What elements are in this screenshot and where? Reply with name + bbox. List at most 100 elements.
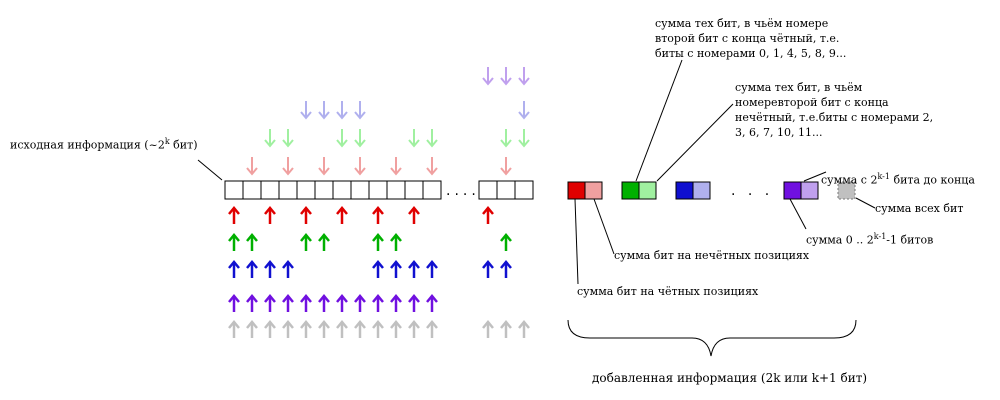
bits-ellipsis: .... [446, 183, 480, 199]
gray-up-arrow-head [300, 320, 312, 329]
gray-up-arrow-head [518, 320, 530, 329]
even-positions-sum-label: сумма бит на чётных позициях [577, 285, 759, 298]
blue-up-arrow-head [228, 260, 240, 269]
green-light-down-arrow-head [408, 139, 420, 148]
green-up-arrow-head [372, 233, 384, 242]
green-light-down-arrow-head [500, 139, 512, 148]
green-light-down-arrow-head [264, 139, 276, 148]
red-light-down-arrow-head [500, 167, 512, 176]
green-light-down-arrow-head [336, 139, 348, 148]
red-light-down-arrow-head [426, 167, 438, 176]
violet-light-parity-cell [800, 181, 819, 200]
source-info-label: исходная информация (~2k бит) [10, 137, 198, 152]
blue-light-down-arrow-head [300, 111, 312, 120]
green-light-down-arrow-head [354, 139, 366, 148]
gray-up-arrow-head [336, 320, 348, 329]
green-light-down-arrow-head [282, 139, 294, 148]
violet-up-arrow-head [408, 294, 420, 303]
violet-up-arrow-head [390, 294, 402, 303]
blue-up-arrow-head [390, 260, 402, 269]
red-up-arrow-head [336, 206, 348, 215]
gray-up-arrow-head [426, 320, 438, 329]
bottom-half-sum-label: сумма 0 .. 2k-1-1 битов [806, 232, 934, 247]
violet-up-arrow-head [354, 294, 366, 303]
red-light-parity-cell [584, 181, 603, 200]
violet-up-arrow-head [336, 294, 348, 303]
gray-up-arrow-head [500, 320, 512, 329]
red-light-down-arrow-head [318, 167, 330, 176]
blue-up-arrow-head [264, 260, 276, 269]
green-up-arrow-head [390, 233, 402, 242]
gray-up-arrow-head [372, 320, 384, 329]
blue-up-arrow-head [246, 260, 258, 269]
bit-cell [514, 180, 534, 200]
blue-up-arrow-head [500, 260, 512, 269]
violet-light-down-arrow-head [518, 77, 530, 86]
gray-up-arrow-head [246, 320, 258, 329]
red-light-down-arrow-head [354, 167, 366, 176]
green-light-down-arrow-head [518, 139, 530, 148]
blue-light-down-arrow-head [318, 111, 330, 120]
even-bit2-sum-label: сумма тех бит, в чьём номере второй бит … [655, 17, 847, 60]
violet-light-down-arrow-head [500, 77, 512, 86]
odd-bit2-leader [656, 103, 734, 182]
parity-ellipsis: . . . [731, 183, 774, 199]
red-up-arrow-head [372, 206, 384, 215]
added-info-label: добавленная информация (2k или k+1 бит) [592, 371, 868, 385]
green-light-down-arrow-head [426, 139, 438, 148]
gray-parity-cell [837, 181, 856, 200]
red-up-arrow-head [408, 206, 420, 215]
gray-up-arrow-head [482, 320, 494, 329]
all-bits-sum-label: сумма всех бит [875, 202, 964, 215]
gray-up-arrow-head [390, 320, 402, 329]
green-up-arrow-head [318, 233, 330, 242]
gray-up-arrow-head [282, 320, 294, 329]
violet-up-arrow-head [246, 294, 258, 303]
blue-light-down-arrow-head [336, 111, 348, 120]
red-light-down-arrow-head [246, 167, 258, 176]
gray-up-arrow-head [228, 320, 240, 329]
added-info-brace [567, 319, 857, 357]
blue-light-parity-cell [692, 181, 711, 200]
gray-up-arrow-head [318, 320, 330, 329]
red-light-down-arrow-head [390, 167, 402, 176]
violet-up-arrow-head [318, 294, 330, 303]
blue-up-arrow-head [426, 260, 438, 269]
odd-positions-leader [593, 198, 615, 255]
green-up-arrow-head [228, 233, 240, 242]
blue-light-down-arrow-head [518, 111, 530, 120]
green-light-parity-cell [638, 181, 657, 200]
top-half-leader [803, 171, 827, 182]
red-up-arrow-head [264, 206, 276, 215]
blue-up-arrow-head [372, 260, 384, 269]
even-bit2-leader [635, 59, 683, 182]
violet-up-arrow-head [426, 294, 438, 303]
violet-up-arrow-head [372, 294, 384, 303]
bit-cell [422, 180, 442, 200]
odd-positions-sum-label: сумма бит на нечётных позициях [614, 249, 810, 262]
green-up-arrow-head [500, 233, 512, 242]
red-up-arrow-head [300, 206, 312, 215]
blue-light-down-arrow-head [354, 111, 366, 120]
blue-up-arrow-head [482, 260, 494, 269]
blue-up-arrow-head [408, 260, 420, 269]
red-up-arrow-head [228, 206, 240, 215]
top-half-sum-label: сумма с 2k-1 бита до конца [821, 172, 975, 187]
bottom-half-leader [789, 198, 807, 230]
even-positions-leader [574, 198, 579, 285]
blue-up-arrow-head [282, 260, 294, 269]
green-up-arrow-head [300, 233, 312, 242]
odd-bit2-sum-label: сумма тех бит, в чьём номеревторой бит с… [735, 81, 934, 139]
gray-up-arrow-head [354, 320, 366, 329]
violet-up-arrow-head [264, 294, 276, 303]
violet-up-arrow-head [300, 294, 312, 303]
gray-up-arrow-head [264, 320, 276, 329]
gray-up-arrow-head [408, 320, 420, 329]
all-bits-leader [855, 197, 876, 209]
red-up-arrow-head [482, 206, 494, 215]
violet-up-arrow-head [282, 294, 294, 303]
violet-up-arrow-head [228, 294, 240, 303]
green-up-arrow-head [246, 233, 258, 242]
